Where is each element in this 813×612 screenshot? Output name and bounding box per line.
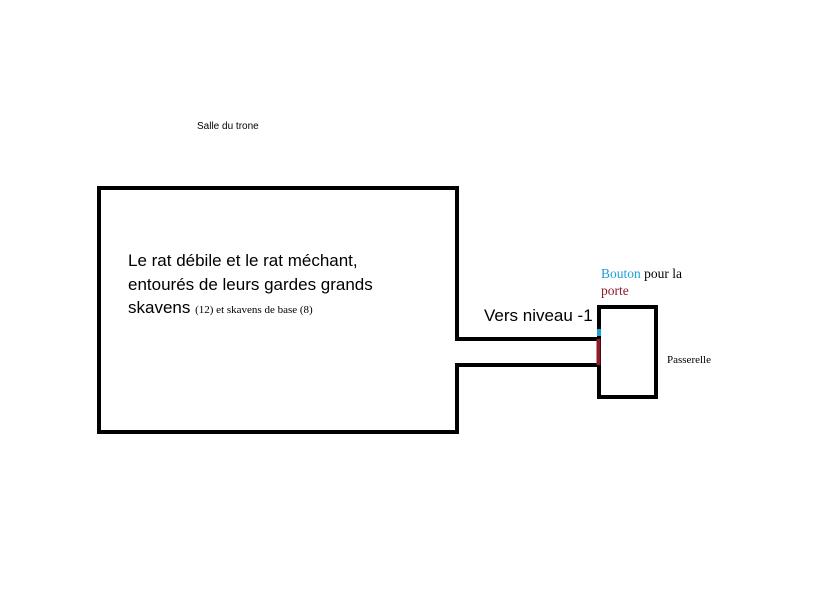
room-description-line: entourés de leurs gardes grands xyxy=(128,274,373,294)
door-word: porte xyxy=(601,283,629,298)
throne-room-title: Salle du trone xyxy=(197,121,259,132)
door-marker xyxy=(596,339,601,365)
throne-room-description: Le rat débile et le rat méchant, entouré… xyxy=(128,249,373,323)
door-button-marker xyxy=(597,329,601,336)
throne-room-wall xyxy=(97,186,459,434)
room-description-line: Le rat débile et le rat méchant, xyxy=(128,251,358,270)
walkway-room-wall xyxy=(597,305,658,399)
door-button-line: Bouton pour la xyxy=(601,265,682,282)
button-word: Bouton xyxy=(601,266,641,281)
room-description-word: skavens xyxy=(128,298,191,317)
button-after: pour la xyxy=(644,266,683,281)
room-description-counts: (12) et skavens de base (8) xyxy=(195,304,313,316)
walkway-label: Passerelle xyxy=(667,354,711,366)
room-description-line: skavens (12) et skavens de base (8) xyxy=(128,296,373,323)
door-button-label: Bouton pour la porte xyxy=(601,265,682,299)
corridor-label: Vers niveau -1 xyxy=(484,306,593,325)
